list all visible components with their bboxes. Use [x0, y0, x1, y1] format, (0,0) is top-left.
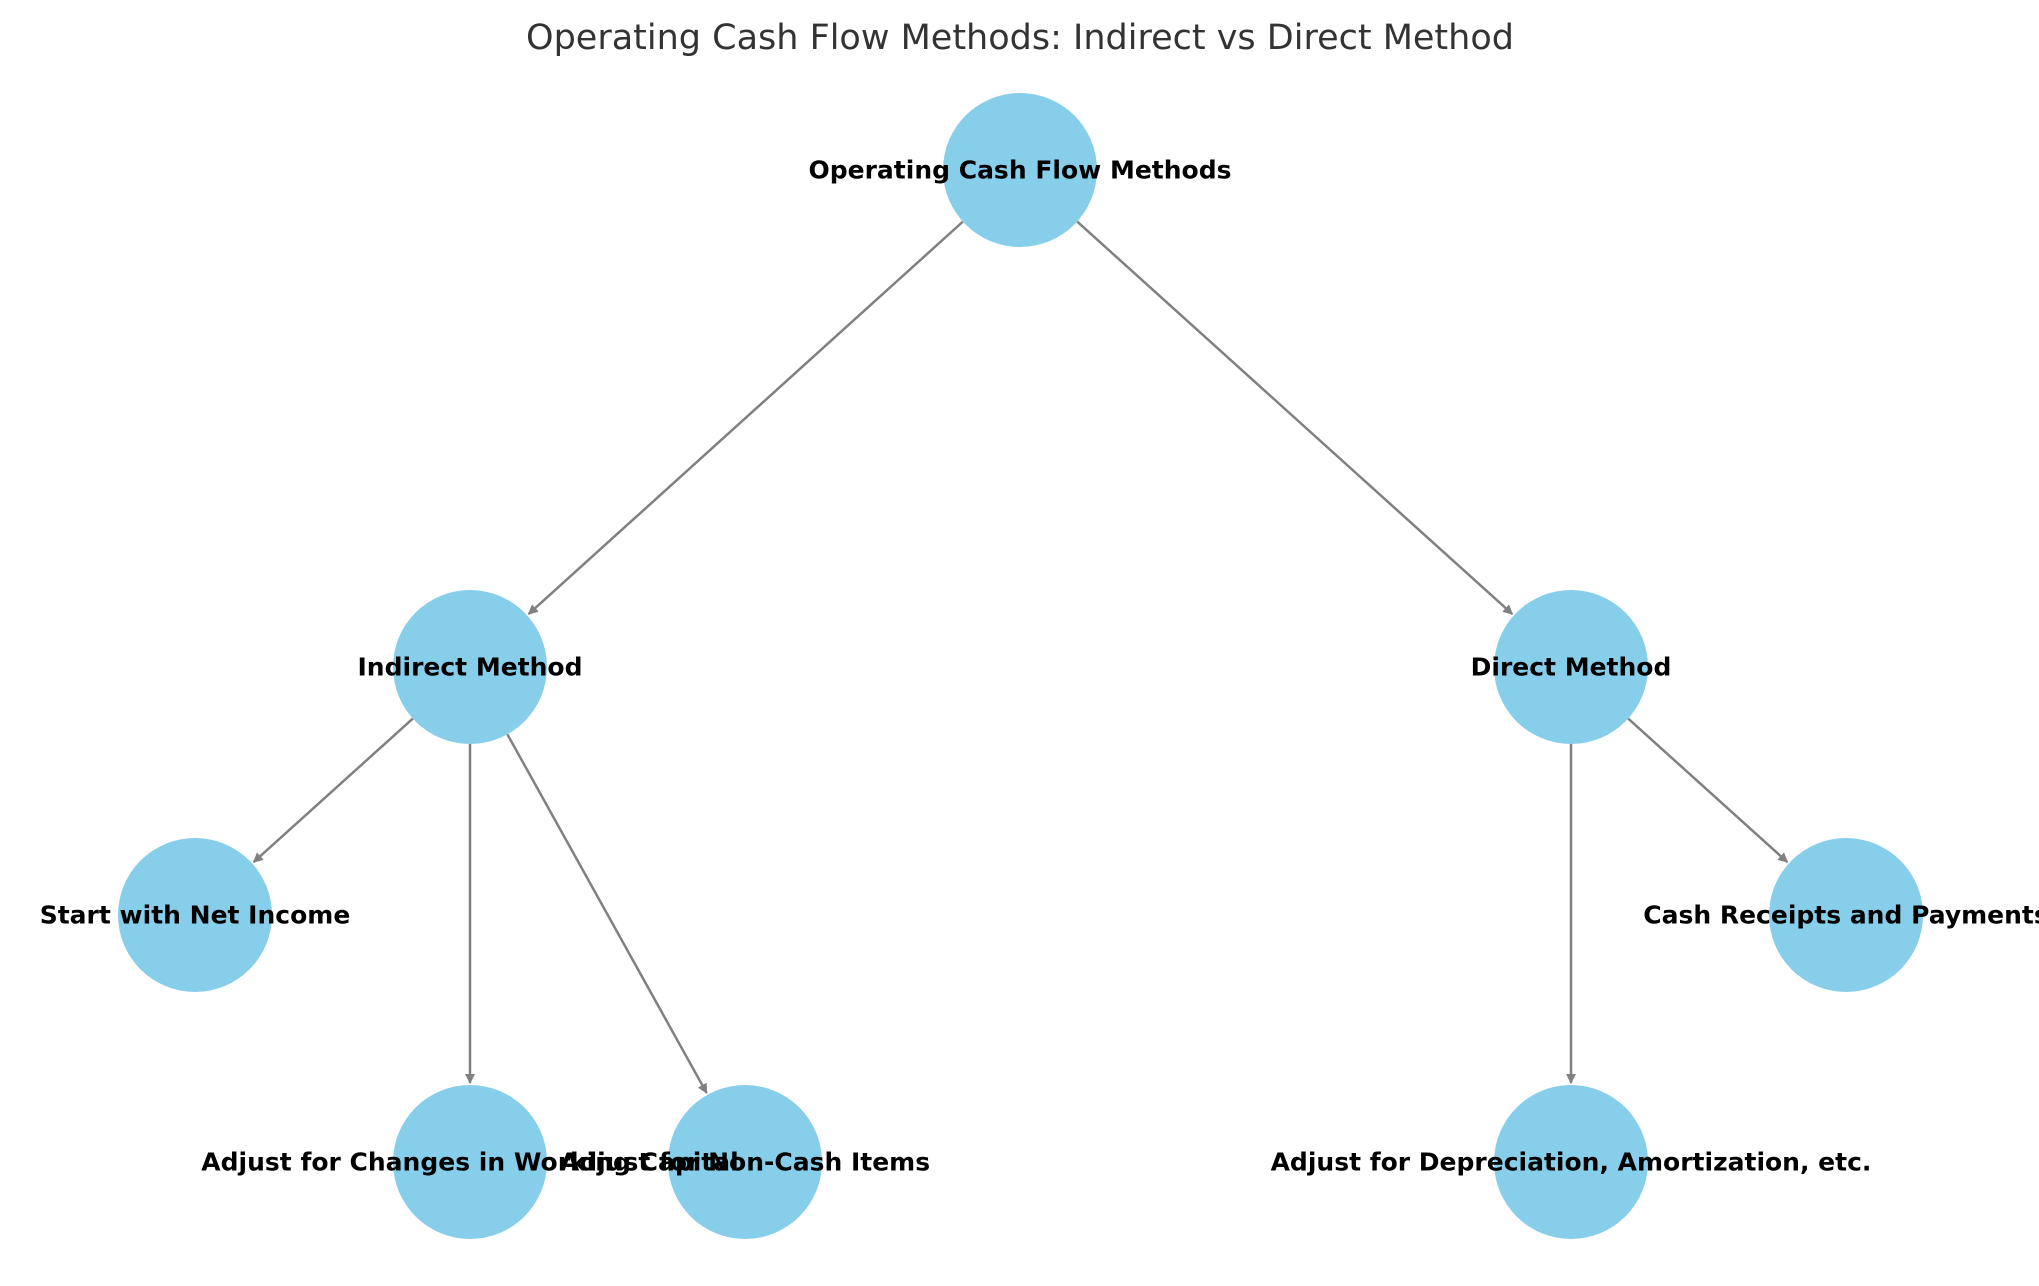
- edge-indirect-to-non_cash: [506, 733, 708, 1094]
- node-receipts: [1769, 838, 1923, 992]
- node-working_capital: [393, 1085, 547, 1239]
- node-direct: [1494, 590, 1648, 744]
- node-label-root: Operating Cash Flow Methods: [809, 156, 1232, 185]
- node-label-direct: Direct Method: [1471, 653, 1672, 682]
- edge-root-to-indirect: [527, 220, 964, 615]
- node-label-non_cash: Adjust for Non-Cash Items: [560, 1148, 930, 1177]
- node-non_cash: [668, 1085, 822, 1239]
- nodes-layer: [118, 93, 1923, 1239]
- node-label-receipts: Cash Receipts and Payments: [1643, 901, 2039, 930]
- node-label-working_capital: Adjust for Changes in Working Capital: [201, 1148, 738, 1177]
- node-label-net_income: Start with Net Income: [40, 901, 351, 930]
- node-label-depreciation: Adjust for Depreciation, Amortization, e…: [1271, 1148, 1872, 1177]
- edges-layer: [252, 220, 1789, 1094]
- edge-root-to-direct: [1076, 220, 1514, 616]
- diagram-title: Operating Cash Flow Methods: Indirect vs…: [526, 18, 1514, 58]
- edge-direct-to-receipts: [1627, 717, 1789, 864]
- node-indirect: [393, 590, 547, 744]
- node-net_income: [118, 838, 272, 992]
- edge-indirect-to-net_income: [252, 717, 414, 864]
- node-depreciation: [1494, 1085, 1648, 1239]
- node-root: [943, 93, 1097, 247]
- node-label-indirect: Indirect Method: [358, 653, 583, 682]
